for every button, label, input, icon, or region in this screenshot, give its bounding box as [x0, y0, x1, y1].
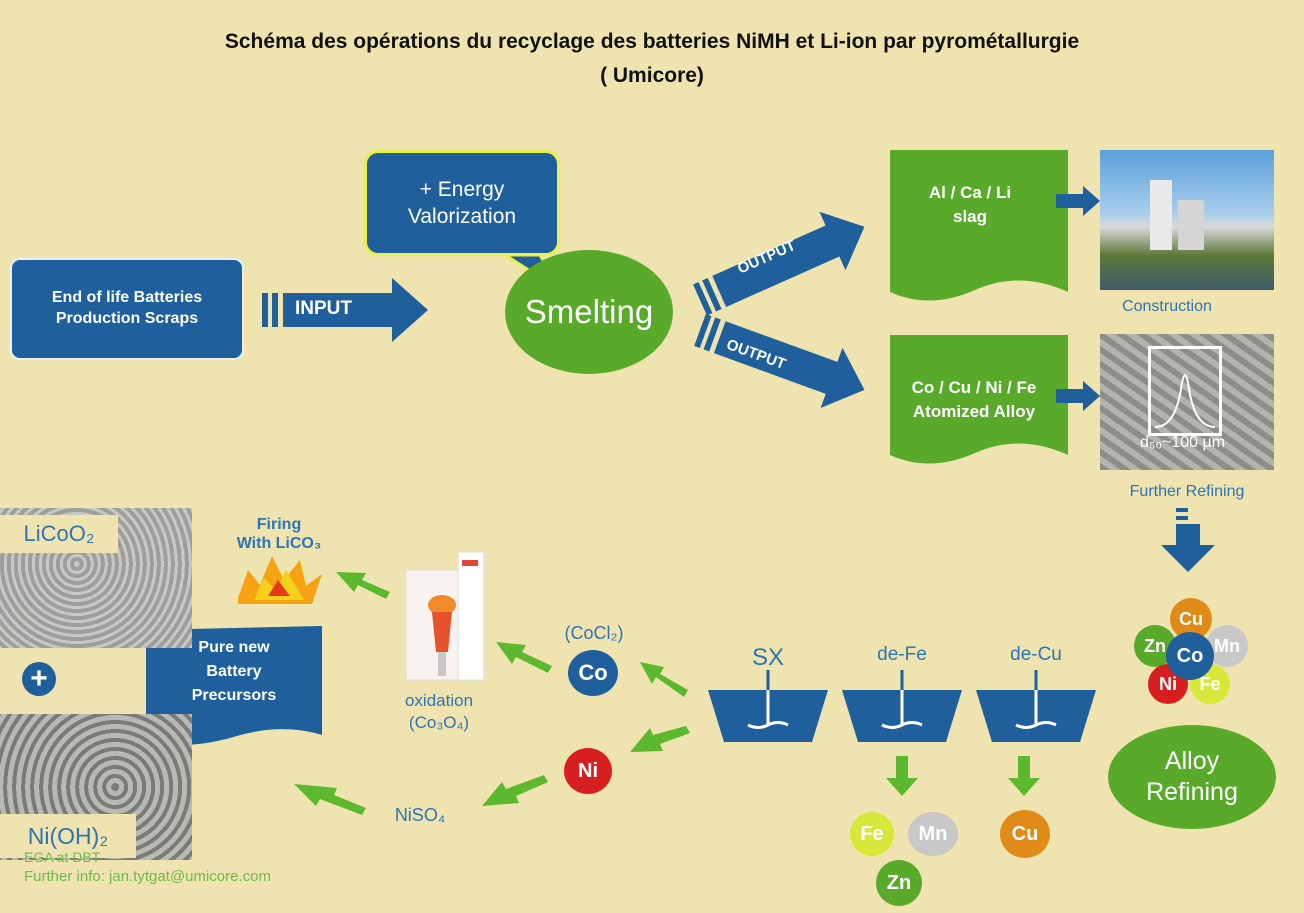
output-arrow-lower: [694, 314, 865, 408]
precursors-line-3: Precursors: [191, 687, 277, 704]
green-flow-arrows: [294, 572, 690, 815]
niso4-label: NiSO₄: [394, 805, 446, 825]
decu-tank: [976, 670, 1096, 742]
slag-line-1: Al / Ca / Li: [928, 183, 1012, 203]
cluster-cu: Cu: [1170, 598, 1212, 640]
energy-valorization-bubble: + Energy Valorization: [364, 150, 560, 256]
alloy-line-2: Atomized Alloy: [912, 402, 1036, 421]
precursors-line-2: Battery: [206, 663, 262, 680]
alloy-document-text: Co / Cu / Ni / Fe Atomized Alloy: [886, 370, 1062, 430]
sx-label: SX: [751, 644, 784, 671]
input-line-2: Production Scraps: [55, 310, 199, 327]
ni-circle: Ni: [564, 748, 612, 794]
input-arrow: [262, 278, 428, 342]
niso4-to-precursors-arrow: [294, 784, 366, 815]
energy-line-1: + Energy: [419, 177, 505, 201]
firing-label: Firing With LiCO₃: [214, 515, 344, 553]
oxidation-furnace-icon: [405, 551, 485, 681]
decu-cu-circle: Cu: [1000, 810, 1050, 858]
defe-label: de-Fe: [877, 644, 927, 665]
co-to-oxidation-arrow: [496, 642, 552, 673]
defe-down-arrow: [886, 756, 918, 796]
construction-label: Construction: [1122, 298, 1212, 315]
footer-partial-text: EGA at DBT: [24, 852, 101, 864]
silo-shape: [1150, 180, 1172, 250]
energy-line-2: Valorization: [407, 205, 517, 228]
decu-label: de-Cu: [1010, 644, 1062, 665]
licoo2-label: LiCoO₂: [0, 515, 118, 553]
defe-zn-circle: Zn: [876, 860, 922, 906]
oxidation-line-1: oxidation: [404, 691, 474, 710]
flame-icon: [238, 556, 322, 604]
firing-line-2: With LiCO₃: [236, 535, 322, 553]
sx-tank: [708, 670, 828, 742]
precursors-line-1: Pure new: [198, 639, 270, 656]
oxidation-line-2: (Co₃O₄): [408, 713, 470, 733]
oxidation-to-firing-arrow: [336, 572, 390, 599]
diagram-subtitle: ( Umicore): [600, 64, 704, 87]
slag-line-2: slag: [952, 207, 988, 226]
nioh2-label: Ni(OH)₂: [0, 814, 136, 858]
diagram-title: Schéma des opérations du recyclage des b…: [224, 30, 1080, 53]
slag-document-text: Al / Ca / Li slag: [890, 175, 1050, 235]
input-line-1: End of life Batteries: [51, 289, 203, 307]
plus-icon: +: [22, 662, 56, 696]
precursors-text: Pure new Battery Precursors: [146, 636, 322, 708]
sx-to-ni-arrow: [630, 726, 690, 752]
alloy-refining-ellipse: Alloy Refining: [1108, 725, 1276, 829]
down-arrow-refining: [1161, 508, 1215, 572]
footer-info: Further info: jan.tytgat@umicore.com: [24, 868, 271, 885]
plant-shape: [1178, 200, 1204, 250]
defe-tank: [842, 670, 962, 742]
input-arrow-label: INPUT: [295, 298, 352, 319]
input-batteries-box: End of life Batteries Production Scraps: [10, 258, 244, 360]
sx-to-co-arrow: [640, 662, 688, 697]
output-arrow-upper: [693, 211, 865, 316]
alloy-refining-line-1: Alloy: [1164, 746, 1220, 775]
oxidation-label: oxidation (Co₃O₄): [374, 690, 504, 734]
alloy-document-shape: [890, 335, 1068, 464]
decu-down-arrow: [1008, 756, 1040, 796]
atomized-alloy-photo: d₅₀~100 µm: [1100, 334, 1274, 470]
distribution-inset: [1148, 346, 1222, 436]
alloy-line-1: Co / Cu / Ni / Fe: [911, 378, 1037, 398]
ni-to-niso4-arrow: [482, 775, 548, 806]
construction-photo: [1100, 150, 1274, 290]
defe-mn-circle: Mn: [908, 812, 958, 856]
firing-line-1: Firing: [256, 516, 302, 533]
slag-to-construction-arrow: [1056, 186, 1100, 216]
cluster-ni: Ni: [1148, 664, 1188, 704]
alloy-to-refining-arrow: [1056, 381, 1100, 411]
cluster-co: Co: [1166, 632, 1214, 680]
particle-size-label: d₅₀~100 µm: [1140, 434, 1226, 451]
defe-fe-circle: Fe: [850, 812, 894, 856]
cocl2-label: (CoCl₂): [564, 623, 624, 643]
alloy-refining-line-2: Refining: [1146, 778, 1238, 806]
co-circle: Co: [568, 650, 618, 696]
slag-document-shape: [890, 150, 1068, 301]
smelting-ellipse: Smelting: [505, 250, 673, 374]
further-refining-label: Further Refining: [1129, 483, 1245, 500]
